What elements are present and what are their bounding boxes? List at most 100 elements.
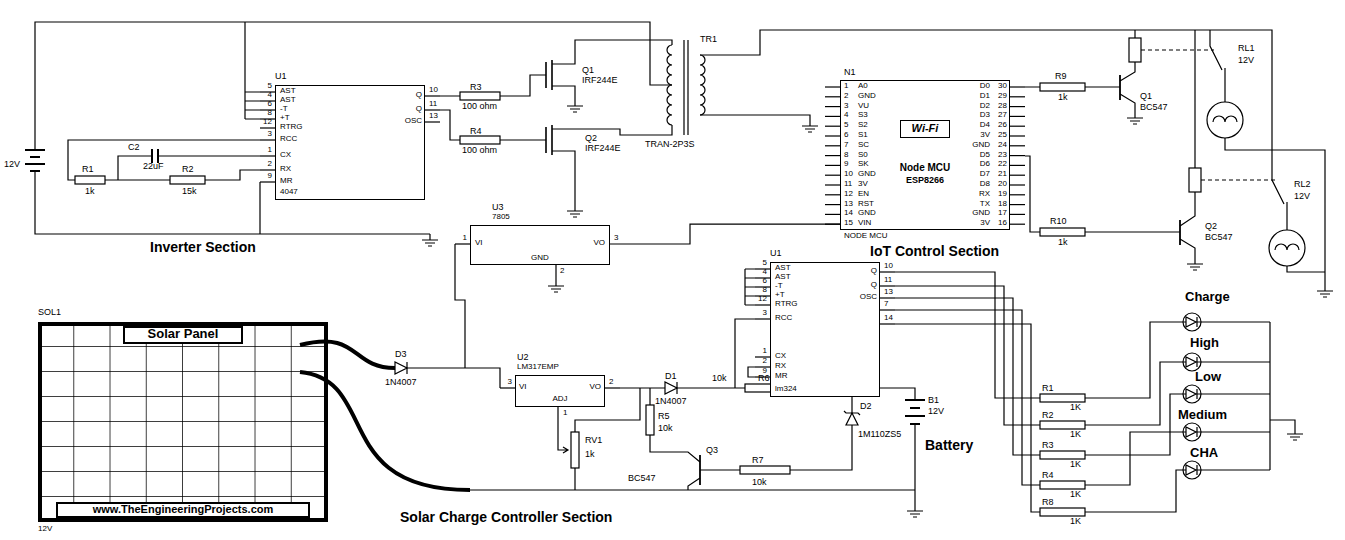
pin-label: 24 bbox=[998, 141, 1007, 150]
part-label: RV1 bbox=[585, 436, 602, 446]
part-label: R4 bbox=[470, 127, 482, 137]
part-label: 1M110ZS5 bbox=[858, 430, 901, 440]
part-label: RL2 bbox=[1294, 180, 1311, 190]
part-label: R9 bbox=[1055, 72, 1067, 82]
pin-label: Node MCU bbox=[900, 162, 951, 173]
pin-stub bbox=[825, 135, 840, 136]
part-label: R3 bbox=[470, 83, 482, 93]
pin-label: 9 bbox=[268, 172, 272, 181]
section-title: Medium bbox=[1178, 408, 1227, 422]
part-label: 1K bbox=[1070, 430, 1081, 440]
panel-grid bbox=[38, 322, 328, 522]
pin-label: Q bbox=[416, 91, 422, 100]
mcu-module: N1Node MCUESP8266NODE MCU123456789101112… bbox=[840, 80, 1010, 230]
part-label: 12V bbox=[1238, 56, 1254, 66]
pin-label: 3 bbox=[508, 378, 512, 387]
pin-label: 1 bbox=[844, 82, 848, 91]
part-label: 1k bbox=[585, 450, 595, 460]
pin-label: GND bbox=[858, 170, 876, 179]
pin-stub bbox=[825, 214, 840, 215]
section-title: Low bbox=[1195, 370, 1221, 384]
pin-label: D3 bbox=[980, 111, 990, 120]
part-label: 1k bbox=[1058, 93, 1068, 103]
pin-label: 12 bbox=[263, 118, 272, 127]
regulator-box: U2LM317EMPVIVOADJ321 bbox=[515, 375, 605, 407]
ic-box: U1ASTAST-T+TRTRGRCCCXRXMRQQOSC4047546812… bbox=[275, 85, 425, 200]
part-label: RL1 bbox=[1238, 44, 1255, 54]
pin-label: VI bbox=[519, 383, 527, 392]
pin-stub bbox=[825, 145, 840, 146]
pin-label: 2 bbox=[844, 92, 848, 101]
part-label: 12V bbox=[928, 407, 944, 417]
pin-label: 27 bbox=[998, 111, 1007, 120]
transformer-coil bbox=[667, 40, 705, 135]
part-label: Q1 bbox=[1140, 92, 1152, 102]
pin-stub bbox=[1010, 224, 1025, 225]
pin-stub bbox=[825, 106, 840, 107]
part-label: R10 bbox=[1050, 217, 1067, 227]
part-label: 100 ohm bbox=[462, 102, 497, 112]
pin-stub bbox=[425, 109, 440, 110]
pin-label: 28 bbox=[998, 102, 1007, 111]
pin-label: ADJ bbox=[552, 395, 567, 404]
pin-label: SK bbox=[858, 160, 869, 169]
part-label: 10k bbox=[752, 478, 767, 488]
pin-label: 22 bbox=[998, 160, 1007, 169]
pin-label: 8 bbox=[268, 109, 272, 118]
part-label: 10k bbox=[658, 424, 673, 434]
pin-stub bbox=[260, 181, 275, 182]
section-title: High bbox=[1190, 336, 1219, 350]
pin-label: 12 bbox=[844, 190, 853, 199]
pin-label: 26 bbox=[998, 121, 1007, 130]
pin-label: 3 bbox=[268, 130, 272, 139]
pin-label: 8 bbox=[763, 286, 767, 295]
part-label: 1k bbox=[85, 187, 95, 197]
pin-label: Solar Panel bbox=[148, 327, 219, 341]
pin-label: RST bbox=[858, 200, 874, 209]
pin-label: 29 bbox=[998, 92, 1007, 101]
pin-stub bbox=[825, 116, 840, 117]
pin-label: 10 bbox=[429, 86, 438, 95]
section-title: CHA bbox=[1190, 446, 1218, 460]
pin-label: D2 bbox=[980, 102, 990, 111]
part-label: 15k bbox=[182, 187, 197, 197]
pin-label: 5 bbox=[268, 82, 272, 91]
pin-stub bbox=[1010, 145, 1025, 146]
pin-label: Q bbox=[871, 267, 877, 276]
pin-label: NODE MCU bbox=[844, 232, 888, 241]
pin-label: Wi-Fi bbox=[912, 122, 939, 134]
pin-label: 11 bbox=[429, 100, 437, 109]
pin-label: 4 bbox=[844, 111, 848, 120]
part-label: R1 bbox=[82, 165, 94, 175]
pin-stub bbox=[1010, 184, 1025, 185]
part-label: 12V bbox=[1294, 192, 1310, 202]
pin-stub bbox=[755, 318, 770, 319]
part-label: 1k bbox=[1058, 238, 1068, 248]
pin-stub bbox=[880, 271, 895, 272]
pin-stub bbox=[455, 243, 470, 244]
pin-stub bbox=[1010, 204, 1025, 205]
pin-label: 5 bbox=[844, 121, 848, 130]
pin-label: 6 bbox=[763, 277, 767, 286]
pin-label: 15 bbox=[844, 219, 853, 228]
part-label: R6 bbox=[758, 374, 770, 384]
regulator-box: U37805VIVOGND132 bbox=[470, 225, 610, 265]
pin-stub bbox=[260, 169, 275, 170]
pin-label: 30 bbox=[998, 82, 1007, 91]
pin-stub bbox=[1010, 175, 1025, 176]
pin-stub bbox=[260, 155, 275, 156]
part-label: R2 bbox=[182, 165, 194, 175]
pin-label: AST bbox=[775, 264, 791, 273]
pin-label: 10 bbox=[844, 170, 853, 179]
pin-label: RX bbox=[775, 362, 786, 371]
pin-label: 17 bbox=[998, 209, 1007, 218]
pin-stub bbox=[825, 86, 840, 87]
pin-stub bbox=[825, 204, 840, 205]
pin-stub bbox=[1010, 96, 1025, 97]
part-label: R5 bbox=[658, 412, 670, 422]
part-label: 1K bbox=[1070, 460, 1081, 470]
part-label: Q3 bbox=[706, 446, 718, 456]
pin-label: 11 bbox=[844, 180, 852, 189]
